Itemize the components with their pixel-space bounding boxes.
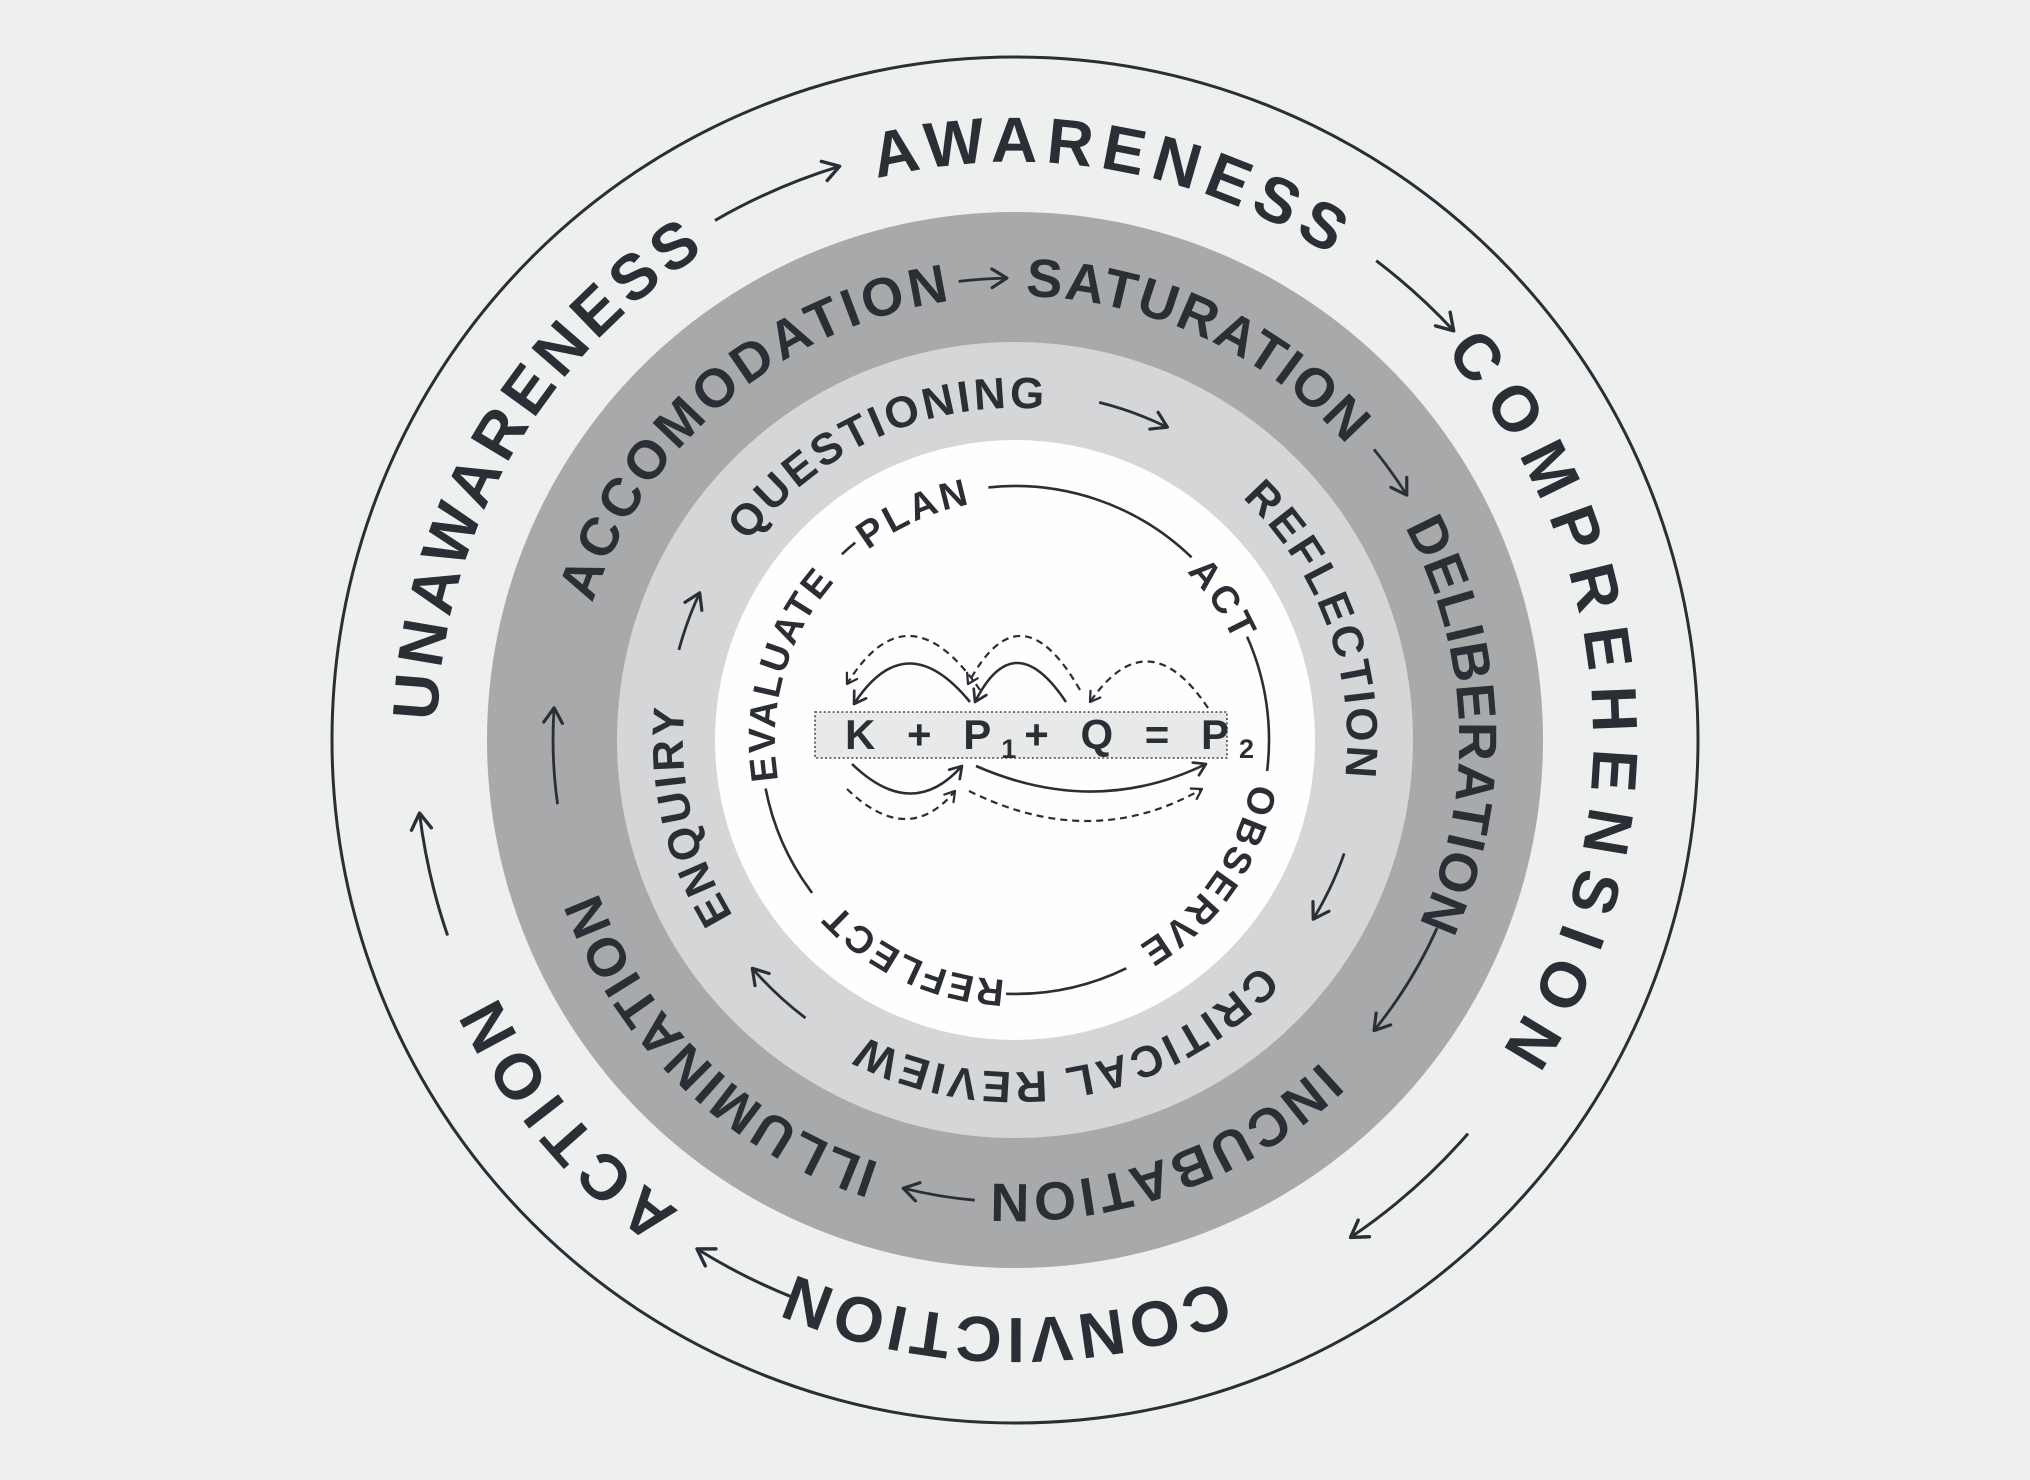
- arc-dashed-p2-to-q-icon: [1088, 660, 1209, 709]
- arrow-questioning-to-reflection-icon: [1098, 401, 1169, 431]
- arrow-saturation-to-deliberation-icon: [1372, 448, 1409, 497]
- formula-subscript-2: 2: [1239, 734, 1254, 764]
- arrow-reflection-to-critical-review-icon: [1311, 852, 1346, 921]
- arrow-action-to-unawareness-icon: [409, 811, 450, 936]
- formula-text: K + P1 + Q = P2: [845, 711, 1254, 764]
- arc-dashed-p1-to-k-icon: [845, 634, 981, 691]
- arrow-unawareness-to-awareness-icon: [714, 159, 842, 222]
- arc-solid-q-to-p1-icon: [972, 661, 1068, 704]
- arc-evaluate-to-plan: [840, 541, 857, 556]
- arrow-enquiry-to-questioning-icon: [677, 591, 704, 651]
- arrow-conviction-to-action-icon: [695, 1247, 791, 1298]
- formula-plus-q-equals-p: + Q = P: [1024, 711, 1239, 758]
- formula-box: [814, 711, 1228, 759]
- arrow-awareness-to-comprehension-icon: [1375, 259, 1456, 333]
- arrow-comprehension-to-conviction-icon: [1348, 1132, 1470, 1240]
- arrow-critical-review-to-enquiry-icon: [750, 966, 807, 1020]
- arc-plan-to-act: [988, 484, 1193, 559]
- arc-solid-k-to-p1-icon: [851, 763, 964, 795]
- arc-act-to-observe: [1245, 636, 1271, 772]
- formula-k-plus-p: K + P: [845, 711, 1001, 758]
- arrow-illumination-to-accomodation-icon: [542, 706, 564, 805]
- arc-observe-to-reflect: [1006, 967, 1127, 996]
- arrow-deliberation-to-incubation-icon: [1372, 927, 1439, 1033]
- arc-reflect-to-evaluate: [764, 788, 814, 894]
- arc-dashed-k-to-p1-icon: [846, 788, 957, 821]
- formula-subscript-1: 1: [1001, 734, 1016, 764]
- arc-solid-p1-to-p2-icon: [975, 761, 1208, 793]
- outer-ring-outline: [330, 55, 1700, 1425]
- arrow-incubation-to-illumination-icon: [901, 1181, 975, 1203]
- arrow-accomodation-to-saturation-icon: [958, 267, 1009, 290]
- arc-dashed-q-to-p1-icon: [966, 634, 1081, 691]
- arc-solid-p1-to-k-icon: [852, 662, 972, 706]
- arc-dashed-p1-to-p2-icon: [968, 787, 1204, 823]
